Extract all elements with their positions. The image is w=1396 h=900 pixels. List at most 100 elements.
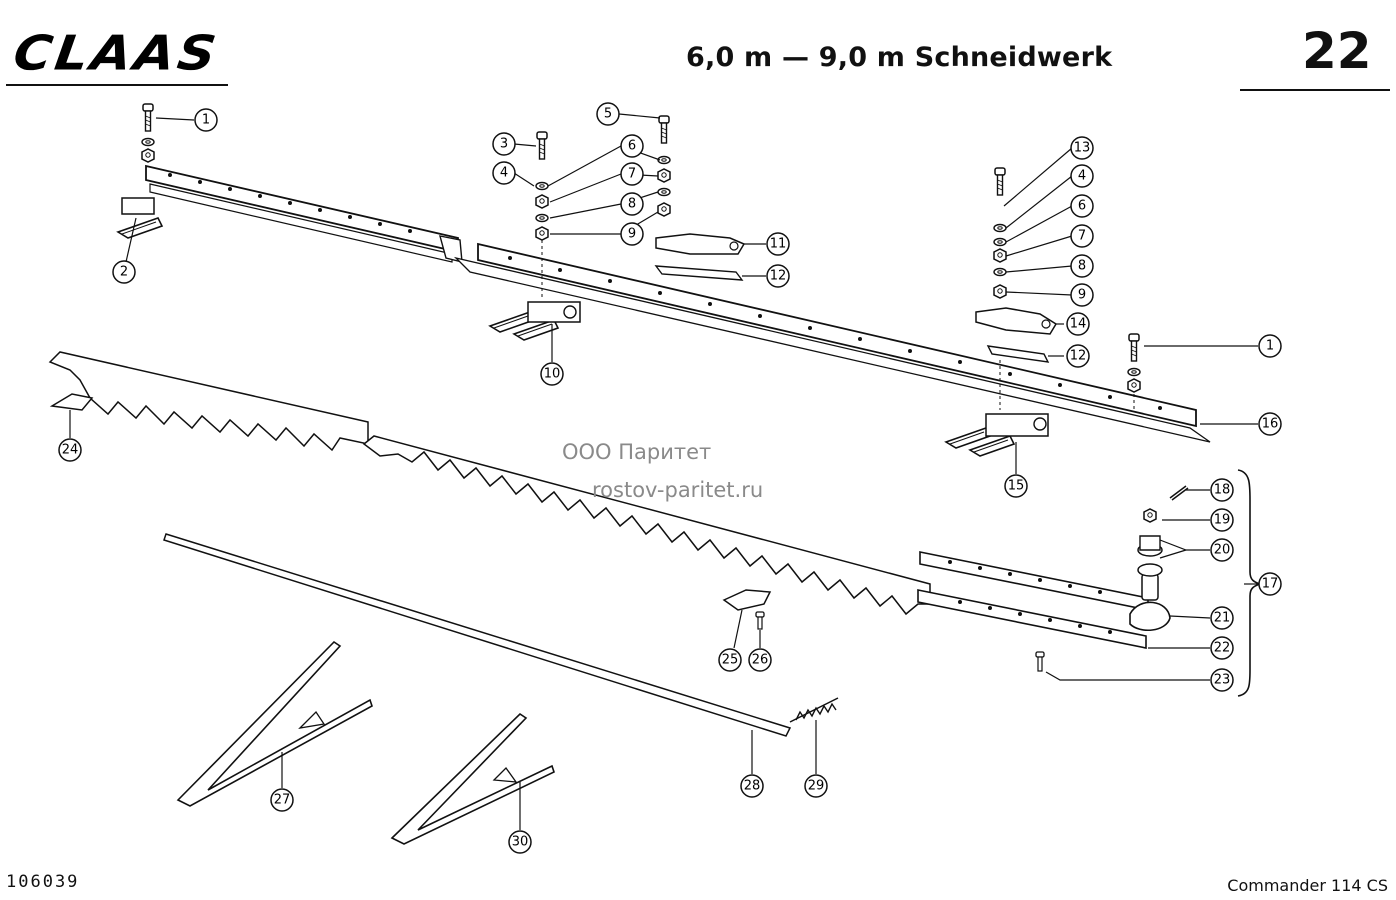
svg-text:14: 14 bbox=[1070, 317, 1087, 332]
svg-text:9: 9 bbox=[628, 227, 636, 242]
svg-text:15: 15 bbox=[1008, 479, 1025, 494]
callout-4-right: 4 bbox=[1070, 164, 1094, 188]
callout-8-right: 8 bbox=[1070, 254, 1094, 278]
svg-text:17: 17 bbox=[1262, 577, 1279, 592]
hold-down-clip-11 bbox=[655, 233, 746, 255]
knife-rod bbox=[163, 533, 792, 737]
svg-text:7: 7 bbox=[1078, 229, 1086, 244]
callout-6-center: 6 bbox=[620, 134, 644, 158]
svg-text:13: 13 bbox=[1074, 141, 1091, 156]
callout-11: 11 bbox=[766, 232, 790, 256]
nut-1-right bbox=[1127, 378, 1141, 393]
washer-6-center bbox=[535, 181, 549, 191]
knife-sections-row-left bbox=[48, 351, 369, 452]
nut-7-center bbox=[535, 194, 549, 209]
page-title: 6,0 m — 9,0 m Schneidwerk bbox=[686, 42, 1113, 73]
callout-4-center: 4 bbox=[492, 161, 516, 185]
bolt-5 bbox=[658, 115, 670, 144]
callout-9-right: 9 bbox=[1070, 283, 1094, 307]
rivet-23 bbox=[1035, 651, 1045, 672]
crop-divider-27 bbox=[176, 640, 373, 807]
callout-9-center: 9 bbox=[620, 222, 644, 246]
svg-text:30: 30 bbox=[512, 835, 529, 850]
shim-12-b bbox=[986, 345, 1050, 363]
callout-1-left: 1 bbox=[194, 108, 218, 132]
svg-text:20: 20 bbox=[1214, 543, 1231, 558]
watermark-company: ООО Паритет bbox=[562, 440, 712, 464]
svg-text:8: 8 bbox=[1078, 259, 1086, 274]
shim-12-a bbox=[654, 265, 744, 281]
svg-text:22: 22 bbox=[1214, 641, 1231, 656]
callout-25: 25 bbox=[718, 648, 742, 672]
callout-12-b: 12 bbox=[1066, 344, 1090, 368]
knife-guard-double-center bbox=[489, 301, 581, 341]
callout-21: 21 bbox=[1210, 606, 1234, 630]
watermark-url: rostov-paritet.ru bbox=[592, 478, 764, 502]
group-bracket-17 bbox=[1237, 469, 1263, 697]
svg-text:28: 28 bbox=[744, 779, 761, 794]
washer-8-center bbox=[535, 213, 549, 223]
nut-9-5 bbox=[657, 202, 671, 217]
knife-guard-double-right bbox=[945, 413, 1049, 457]
svg-text:1: 1 bbox=[1266, 339, 1274, 354]
callout-26: 26 bbox=[748, 648, 772, 672]
svg-text:9: 9 bbox=[1078, 288, 1086, 303]
svg-text:29: 29 bbox=[808, 779, 825, 794]
svg-text:1: 1 bbox=[202, 113, 210, 128]
callout-5: 5 bbox=[596, 102, 620, 126]
spring bbox=[789, 697, 839, 723]
svg-text:21: 21 bbox=[1214, 611, 1231, 626]
callout-10: 10 bbox=[540, 362, 564, 386]
callout-22: 22 bbox=[1210, 636, 1234, 660]
bolt-1-left bbox=[142, 103, 154, 132]
callout-2: 2 bbox=[112, 260, 136, 284]
header-rule-right bbox=[1240, 89, 1390, 91]
callout-group: 1 2 3 4 5 6 7 8 9 10 11 12 13 4 6 7 8 9 … bbox=[58, 102, 1282, 854]
svg-text:26: 26 bbox=[752, 653, 769, 668]
callout-1-right: 1 bbox=[1258, 334, 1282, 358]
model-name: Commander 114 CS bbox=[1227, 876, 1388, 895]
washer-4-right bbox=[993, 223, 1007, 233]
callout-24: 24 bbox=[58, 438, 82, 462]
svg-text:6: 6 bbox=[1078, 199, 1086, 214]
callout-20: 20 bbox=[1210, 538, 1234, 562]
callout-16: 16 bbox=[1258, 412, 1282, 436]
callout-6-right: 6 bbox=[1070, 194, 1094, 218]
svg-text:12: 12 bbox=[1070, 349, 1087, 364]
cutter-bar-main bbox=[453, 242, 1211, 443]
svg-text:8: 8 bbox=[628, 197, 636, 212]
knife-head bbox=[1129, 563, 1171, 631]
svg-text:25: 25 bbox=[722, 653, 739, 668]
knife-back-bar bbox=[917, 551, 1149, 649]
svg-text:11: 11 bbox=[770, 237, 787, 252]
svg-text:6: 6 bbox=[628, 139, 636, 154]
nut-9-right bbox=[993, 284, 1007, 299]
page-number: 22 bbox=[1302, 22, 1372, 80]
callout-29: 29 bbox=[804, 774, 828, 798]
cutter-bar-left bbox=[145, 164, 463, 263]
knife-head-cap bbox=[1137, 535, 1163, 557]
callout-15: 15 bbox=[1004, 474, 1028, 498]
svg-text:2: 2 bbox=[120, 265, 128, 280]
callout-17: 17 bbox=[1258, 572, 1282, 596]
crop-divider-30 bbox=[390, 712, 555, 845]
callout-14: 14 bbox=[1066, 312, 1090, 336]
svg-text:19: 19 bbox=[1214, 513, 1231, 528]
svg-text:18: 18 bbox=[1214, 483, 1231, 498]
leader-lines bbox=[69, 113, 1258, 830]
callout-30: 30 bbox=[508, 830, 532, 854]
knife-guard-left bbox=[117, 197, 163, 239]
washer-1-left bbox=[141, 137, 155, 147]
svg-text:16: 16 bbox=[1262, 417, 1279, 432]
nut-7-right bbox=[993, 248, 1007, 263]
knife-head-nut bbox=[1143, 508, 1157, 523]
svg-text:24: 24 bbox=[62, 443, 79, 458]
nut-9-center bbox=[535, 226, 549, 241]
svg-text:23: 23 bbox=[1214, 673, 1231, 688]
callout-19: 19 bbox=[1210, 508, 1234, 532]
nut-7-5 bbox=[657, 168, 671, 183]
svg-text:27: 27 bbox=[274, 793, 291, 808]
svg-text:10: 10 bbox=[544, 367, 561, 382]
washer-8-right bbox=[993, 267, 1007, 277]
